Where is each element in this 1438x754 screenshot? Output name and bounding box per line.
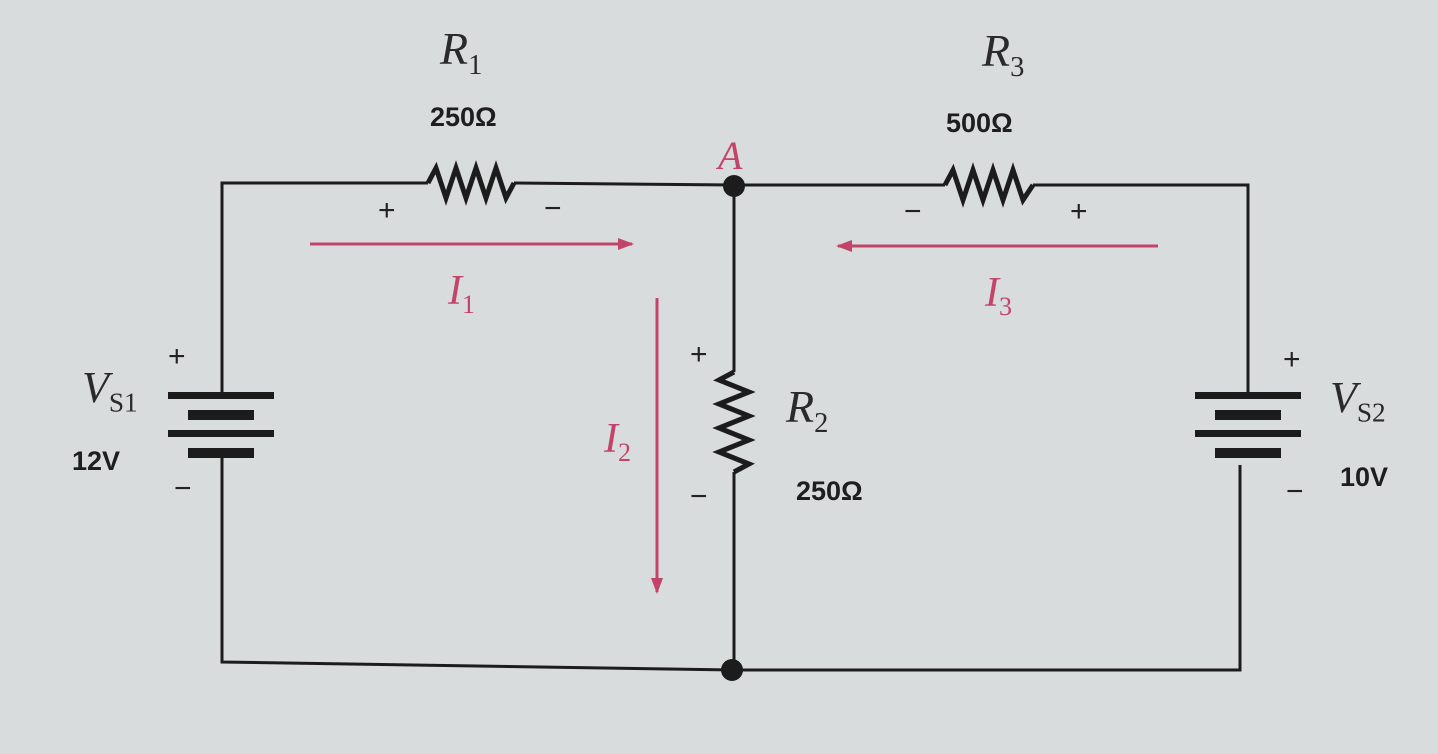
node-a-label: A [718,133,743,178]
r2-label: R2 [786,381,829,439]
bottom-node-dot [721,659,743,681]
wire-top-right [1033,183,1250,395]
r3-value: 500Ω [946,108,1013,138]
vs1-label: VS1 [82,363,138,418]
current-i2-label: I2 [604,416,632,468]
r2-minus-sign: − [690,480,708,513]
vs2-plus-sign: + [1283,343,1301,376]
resistor-r1 [425,160,517,206]
vs2-value: 10V [1340,462,1389,492]
current-i1-label: I1 [448,268,476,320]
vs2-label: VS2 [1330,373,1386,428]
resistor-r3 [942,162,1036,208]
vs2-minus-sign: − [1286,475,1304,508]
r1-label: R1 [440,23,483,81]
r3-label: R3 [982,25,1025,83]
node-a-dot [723,175,745,197]
current-i3-label: I3 [985,270,1013,322]
vs1-value: 12V [72,446,121,476]
r1-minus-sign: − [544,192,562,225]
r2-plus-sign: + [690,338,708,371]
resistor-r2 [712,369,756,475]
r1-value: 250Ω [430,102,497,132]
r3-minus-sign: − [904,195,922,228]
vs1-plus-sign: + [168,340,186,373]
r1-plus-sign: + [378,194,396,227]
battery-vs2 [1195,392,1301,458]
r2-value: 250Ω [796,476,863,506]
battery-vs1 [168,392,274,458]
wire-top-left [220,181,428,395]
r3-plus-sign: + [1070,195,1088,228]
vs1-minus-sign: − [174,472,192,505]
wire-bottom [220,455,1242,672]
wire-r1-to-a [513,181,735,187]
